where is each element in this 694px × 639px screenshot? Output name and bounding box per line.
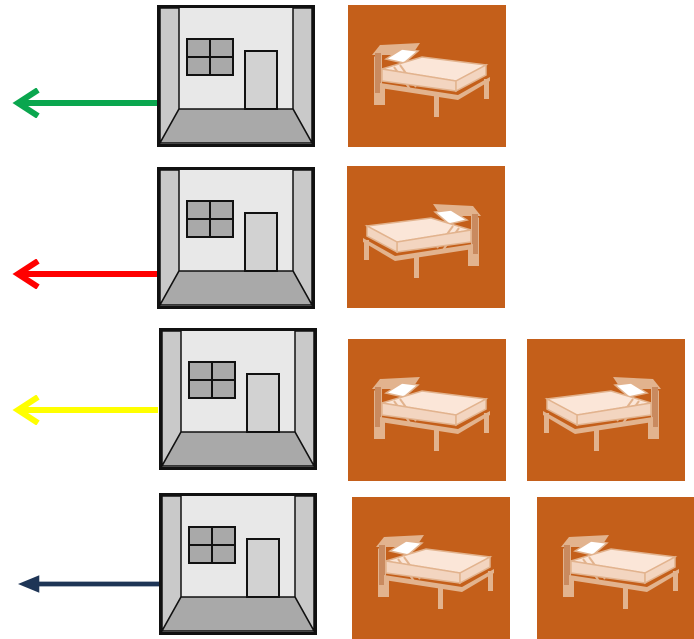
bed-icon: [348, 5, 506, 147]
left-arrow-icon: [10, 88, 160, 118]
bed-icon: [347, 166, 505, 308]
left-arrow-icon: [10, 395, 160, 425]
bed-icon: [352, 497, 510, 639]
room-icon: [159, 328, 317, 470]
bed-tile: [347, 166, 505, 308]
room-icon: [159, 493, 317, 635]
room-icon: [157, 167, 315, 309]
bed-icon: [348, 339, 506, 481]
bed-tile: [537, 497, 694, 639]
bed-icon: [527, 339, 685, 481]
bed-tile: [348, 5, 506, 147]
bed-tile: [348, 339, 506, 481]
room-icon: [157, 5, 315, 147]
left-arrow-icon: [18, 569, 163, 599]
bed-tile: [527, 339, 685, 481]
left-arrow-icon: [10, 259, 160, 289]
bed-icon: [537, 497, 694, 639]
bed-tile: [352, 497, 510, 639]
